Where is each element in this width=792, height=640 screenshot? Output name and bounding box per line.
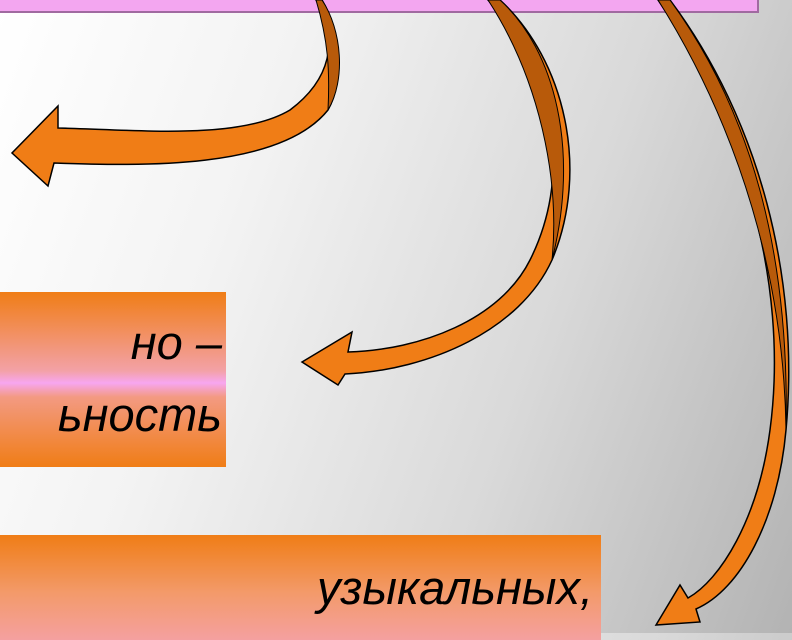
callout-1-line-2: ьность	[57, 388, 222, 441]
curved-arrow-middle	[300, 0, 571, 387]
callout-box-1: но – ьность	[0, 292, 226, 467]
callout-box-2: узыкальных,	[0, 535, 601, 640]
callout-2-line-1: узыкальных,	[317, 561, 593, 614]
curved-arrow-left	[10, 0, 340, 188]
callout-1-line-1: но –	[130, 316, 222, 369]
curved-arrow-right	[654, 0, 790, 626]
top-banner	[0, 0, 759, 13]
